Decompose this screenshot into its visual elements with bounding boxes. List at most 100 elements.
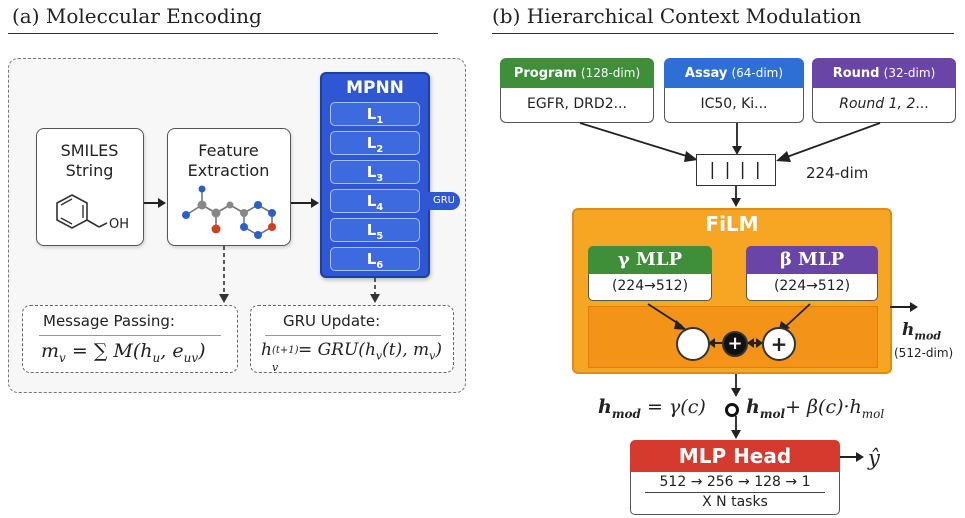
concatenation-box: | | | | — [696, 154, 776, 186]
beta-add-circle: + — [762, 327, 796, 361]
eq-lhs: h — [598, 396, 612, 418]
eq-t1: h — [746, 396, 760, 418]
mlp-head-title: MLP Head — [630, 440, 840, 472]
layer-4-index: 4 — [376, 202, 384, 213]
round-name: Round — [832, 66, 880, 81]
eq-gamma: = γ(c) — [646, 396, 706, 418]
context-arrows — [579, 122, 881, 162]
feature-title-line2: Extraction — [187, 161, 270, 180]
dashed-arrow-mpnn-down — [370, 278, 380, 303]
film-equation-rhs: hmol+ β(c)·hmol — [746, 396, 884, 421]
mpnn-layer-4: L4 — [330, 189, 420, 213]
mlp-head-box: MLP Head 512 → 256 → 128 → 1 X N tasks — [630, 440, 840, 515]
mpnn-layer-3: L3 — [330, 160, 420, 184]
mlp-head-tasks: X N tasks — [702, 494, 768, 510]
layer-6-letter: L — [366, 250, 377, 268]
layer-2-index: 2 — [376, 144, 384, 155]
feature-title: Feature Extraction — [168, 141, 289, 181]
gru-update-equation: h(t+1)v= GRU(hv(t), mv) — [261, 340, 442, 374]
mlp-head-layers: 512 → 256 → 128 → 1 — [645, 472, 825, 493]
mp-eq-mid: , e — [160, 340, 184, 362]
concat-dim-label: 224-dim — [806, 164, 869, 182]
gru-eq-h-sub: v — [271, 361, 279, 374]
hadamard-product-icon — [725, 403, 739, 417]
layer-2-letter: L — [366, 134, 377, 152]
feature-title-line1: Feature — [198, 141, 259, 160]
gru-eq-rhs-sub: v — [375, 349, 383, 363]
h-mod-dim: (512-dim) — [894, 346, 954, 360]
mpnn-layer-2: L2 — [330, 131, 420, 155]
h-mod-label: hmod — [902, 320, 941, 342]
feature-extraction-box: Feature Extraction — [167, 128, 291, 246]
program-header: Program (128-dim) — [500, 58, 654, 88]
eq-lhs-sub: mod — [611, 406, 641, 421]
round-value: Round 1, 2... — [812, 88, 956, 123]
assay-context-box: Assay (64-dim) IC50, Ki... — [664, 58, 804, 123]
gru-eq-rhs: = GRU(h — [297, 340, 376, 360]
output-y-hat: ŷ — [868, 446, 880, 470]
mpnn-title: MPNN — [346, 78, 404, 98]
mp-eq-sub1: u — [152, 350, 161, 365]
gru-eq-h-sup: (t+1) — [271, 345, 299, 356]
beta-mlp-box: β MLP (224→512) — [746, 246, 878, 301]
mpnn-layer-5: L5 — [330, 218, 420, 242]
center-plus-circle: + — [722, 331, 748, 357]
smiles-string-box: SMILES String OH — [36, 128, 144, 246]
layer-5-index: 5 — [376, 231, 384, 242]
oh-label: OH — [109, 217, 130, 232]
arrow-head-to-output — [840, 452, 864, 462]
gru-update-divider — [265, 335, 441, 336]
layer-1-letter: L — [366, 105, 377, 123]
layer-1-index: 1 — [376, 115, 384, 126]
benzyl-alcohol-structure-icon — [56, 194, 108, 229]
mp-eq-end: ) — [198, 340, 206, 362]
smiles-title-line2: String — [65, 161, 114, 180]
gru-update-title: GRU Update: — [283, 312, 381, 330]
round-context-box: Round (32-dim) Round 1, 2... — [812, 58, 956, 123]
film-equation: hmod = γ(c) — [598, 396, 706, 421]
assay-value: IC50, Ki... — [664, 88, 804, 123]
assay-name: Assay — [684, 66, 728, 81]
message-passing-box: Message Passing: mv = ∑ M(hu, euv) — [22, 305, 238, 373]
round-header: Round (32-dim) — [812, 58, 956, 88]
gamma-mlp-header: γ MLP — [588, 246, 712, 274]
eq-t2-sub: mol — [861, 406, 885, 421]
mp-eq-lhs-sub: v — [59, 350, 66, 365]
mpnn-layer-1: L1 — [330, 102, 420, 126]
message-passing-divider — [39, 335, 221, 336]
arrow-film-to-equation — [731, 374, 741, 397]
film-title: FiLM — [705, 212, 759, 236]
round-dim: (32-dim) — [883, 66, 936, 80]
assay-dim: (64-dim) — [731, 66, 784, 80]
mp-eq-lhs: m — [41, 340, 60, 362]
gamma-multiply-circle — [676, 327, 710, 361]
layer-3-letter: L — [366, 163, 377, 181]
program-dim: (128-dim) — [580, 66, 641, 80]
program-value: EGFR, DRD2... — [500, 88, 654, 123]
round-value-italic: Round 1, 2 — [839, 96, 916, 112]
eq-t1-sub: mol — [759, 406, 786, 421]
mlp-head-body: 512 → 256 → 128 → 1 X N tasks — [630, 472, 840, 515]
panel-a-title-rule — [8, 33, 438, 34]
gru-eq-rhs-sub2: v — [429, 349, 436, 363]
message-passing-equation: mv = ∑ M(hu, euv) — [41, 340, 206, 365]
arrow-smiles-to-feature — [144, 198, 166, 208]
eq-t2: + β(c)·h — [785, 396, 862, 418]
gru-eq-rhs-end: ) — [435, 340, 442, 360]
beta-mlp-dims: (224→512) — [746, 274, 878, 301]
mp-eq-sub2: uv — [183, 350, 199, 365]
gamma-mlp-dims: (224→512) — [588, 274, 712, 301]
message-passing-title: Message Passing: — [43, 312, 175, 330]
beta-mlp-header: β MLP — [746, 246, 878, 274]
molecular-graph-icon — [182, 185, 276, 239]
layer-6-index: 6 — [376, 260, 384, 271]
assay-header: Assay (64-dim) — [664, 58, 804, 88]
gru-tag: GRU — [428, 192, 460, 210]
round-value-rest: ... — [915, 96, 929, 112]
smiles-title-line1: SMILES — [60, 141, 119, 160]
panel-a-title: (a) Moleccular Encoding — [12, 4, 262, 28]
arrow-equation-to-head — [731, 416, 741, 439]
gru-eq-rhs-mid: (t), m — [382, 340, 430, 360]
layer-3-index: 3 — [376, 173, 384, 184]
layer-5-letter: L — [366, 221, 377, 239]
